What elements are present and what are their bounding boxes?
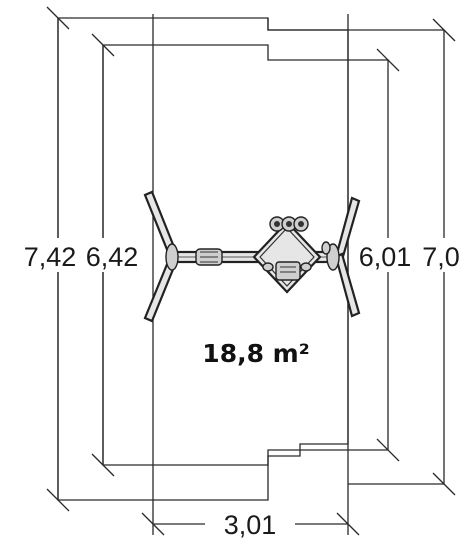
bottom-width-tick-right <box>336 512 360 536</box>
playground-equipment-symbol <box>143 190 361 323</box>
outer-right-tick-bottom <box>432 472 456 496</box>
outer-left-dimension-label: 7,42 <box>24 242 77 272</box>
inner-right-tick-bottom <box>376 438 400 462</box>
outer-left-tick-top <box>46 6 70 30</box>
outer-left-tick-bottom <box>46 488 70 512</box>
outer-right-label-mask <box>418 238 464 272</box>
outer-left-label-mask <box>20 238 80 272</box>
inner-right-dimension-label: 6,01 <box>359 242 412 272</box>
inner-left-dimension-label: 6,42 <box>86 242 139 272</box>
area-label: 18,8 m² <box>202 339 309 368</box>
inner-left-tick-top <box>91 33 115 57</box>
inner-right-label-mask <box>358 238 412 272</box>
inner-right-tick-top <box>376 48 400 72</box>
inner-left-tick-bottom <box>91 453 115 477</box>
inner-left-label-mask <box>84 238 140 272</box>
bottom-width-tick-left <box>141 512 165 536</box>
outer-right-tick-top <box>432 18 456 42</box>
outer-right-dimension-label: 7,0 <box>422 242 460 272</box>
bottom-width-dimension-label: 3,01 <box>224 510 277 540</box>
